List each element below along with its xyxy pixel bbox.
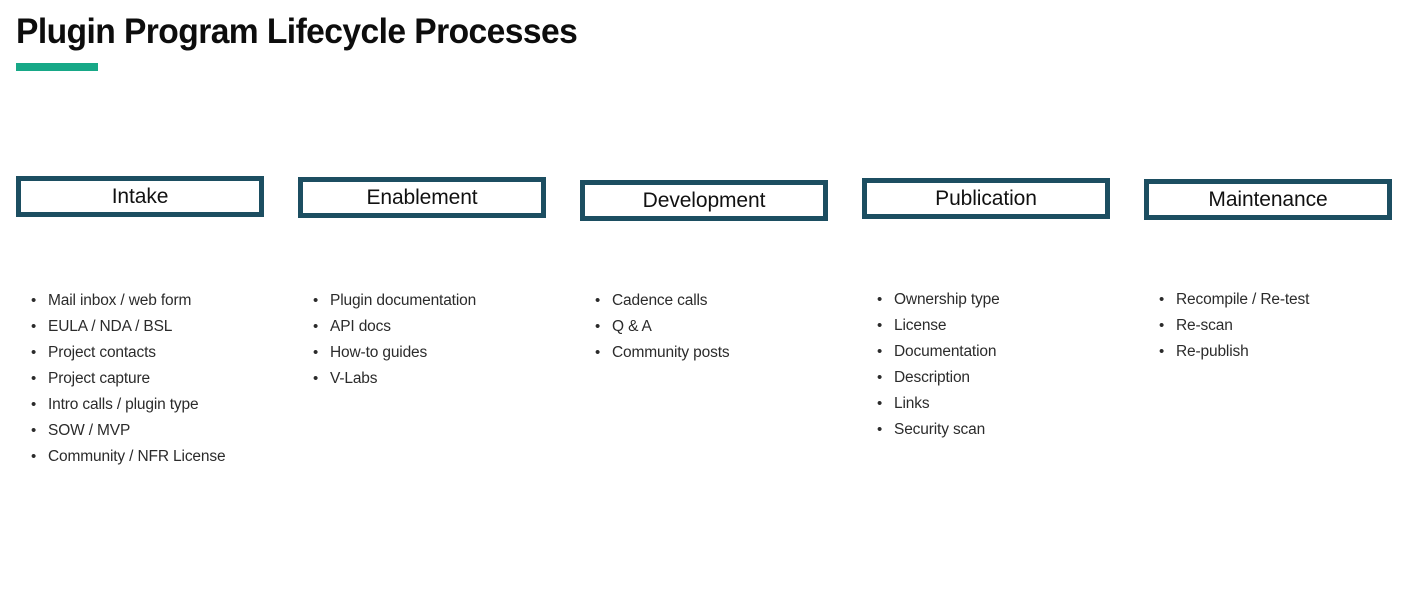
lifecycle-process-row: Intake • Mail inbox / web form • EULA / … xyxy=(16,176,1396,470)
list-item: • License xyxy=(862,313,1110,339)
list-item: • Links xyxy=(862,391,1110,417)
stage-label-intake: Intake xyxy=(111,185,169,208)
stage-label-enablement: Enablement xyxy=(366,186,478,209)
page-title: Plugin Program Lifecycle Processes xyxy=(16,12,578,51)
list-item: • Community / NFR License xyxy=(16,444,264,470)
list-item: • Documentation xyxy=(862,339,1110,365)
title-accent-bar xyxy=(16,63,98,71)
list-item: • Q & A xyxy=(580,314,828,340)
task-text: Recompile / Re-test xyxy=(1176,291,1310,308)
process-column-development: Development • Cadence calls • Q & A • Co… xyxy=(580,180,828,366)
list-item: • How-to guides xyxy=(298,340,546,366)
stage-box-maintenance[interactable]: Maintenance xyxy=(1144,179,1392,220)
task-text: Re-publish xyxy=(1176,343,1249,360)
bullet-icon: • xyxy=(877,395,883,412)
bullet-icon: • xyxy=(31,370,37,387)
task-text: Description xyxy=(894,369,970,386)
task-text: Intro calls / plugin type xyxy=(48,396,199,413)
bullet-icon: • xyxy=(1159,317,1165,334)
list-item: • EULA / NDA / BSL xyxy=(16,314,264,340)
list-item: • Description xyxy=(862,365,1110,391)
list-item: • Cadence calls xyxy=(580,288,828,314)
task-text: Security scan xyxy=(894,421,986,438)
list-item: • Re-publish xyxy=(1144,339,1392,365)
stage-box-enablement[interactable]: Enablement xyxy=(298,177,546,218)
task-text: Links xyxy=(894,395,930,412)
task-text: Project capture xyxy=(48,370,150,387)
bullet-icon: • xyxy=(313,292,319,309)
task-text: API docs xyxy=(330,318,391,335)
task-text: Community posts xyxy=(612,344,730,361)
bullet-icon: • xyxy=(313,344,319,361)
bullet-icon: • xyxy=(31,422,37,439)
stage-label-development: Development xyxy=(642,189,766,212)
task-list-development: • Cadence calls • Q & A • Community post… xyxy=(580,288,828,366)
list-item: • Plugin documentation xyxy=(298,288,546,314)
task-list-enablement: • Plugin documentation • API docs • How-… xyxy=(298,288,546,392)
task-text: Plugin documentation xyxy=(330,292,477,309)
task-text: Community / NFR License xyxy=(48,448,226,465)
task-text: V-Labs xyxy=(330,370,378,387)
list-item: • Re-scan xyxy=(1144,313,1392,339)
stage-box-intake[interactable]: Intake xyxy=(16,176,264,217)
list-item: • API docs xyxy=(298,314,546,340)
process-column-enablement: Enablement • Plugin documentation • API … xyxy=(298,177,546,392)
bullet-icon: • xyxy=(31,318,37,335)
list-item: • Ownership type xyxy=(862,287,1110,313)
bullet-icon: • xyxy=(31,396,37,413)
stage-label-maintenance: Maintenance xyxy=(1208,188,1328,211)
bullet-icon: • xyxy=(31,448,37,465)
task-text: Cadence calls xyxy=(612,292,708,309)
task-text: EULA / NDA / BSL xyxy=(48,318,173,335)
stage-box-publication[interactable]: Publication xyxy=(862,178,1110,219)
list-item: • V-Labs xyxy=(298,366,546,392)
task-text: Project contacts xyxy=(48,344,156,361)
list-item: • Security scan xyxy=(862,417,1110,443)
list-item: • Intro calls / plugin type xyxy=(16,392,264,418)
task-text: Re-scan xyxy=(1176,317,1233,334)
task-list-publication: • Ownership type • License • Documentati… xyxy=(862,287,1110,443)
bullet-icon: • xyxy=(595,318,601,335)
task-list-intake: • Mail inbox / web form • EULA / NDA / B… xyxy=(16,288,264,470)
task-text: Q & A xyxy=(612,318,652,335)
task-text: License xyxy=(894,317,947,334)
bullet-icon: • xyxy=(595,292,601,309)
task-list-maintenance: • Recompile / Re-test • Re-scan • Re-pub… xyxy=(1144,287,1392,365)
title-block: Plugin Program Lifecycle Processes xyxy=(16,10,1116,71)
bullet-icon: • xyxy=(877,369,883,386)
task-text: Ownership type xyxy=(894,291,1000,308)
list-item: • Recompile / Re-test xyxy=(1144,287,1392,313)
bullet-icon: • xyxy=(877,291,883,308)
list-item: • SOW / MVP xyxy=(16,418,264,444)
list-item: • Project contacts xyxy=(16,340,264,366)
bullet-icon: • xyxy=(877,343,883,360)
bullet-icon: • xyxy=(31,292,37,309)
process-column-publication: Publication • Ownership type • License •… xyxy=(862,178,1110,443)
task-text: SOW / MVP xyxy=(48,422,131,439)
process-column-intake: Intake • Mail inbox / web form • EULA / … xyxy=(16,176,264,470)
bullet-icon: • xyxy=(1159,343,1165,360)
list-item: • Project capture xyxy=(16,366,264,392)
bullet-icon: • xyxy=(877,317,883,334)
list-item: • Mail inbox / web form xyxy=(16,288,264,314)
list-item: • Community posts xyxy=(580,340,828,366)
stage-box-development[interactable]: Development xyxy=(580,180,828,221)
task-text: Mail inbox / web form xyxy=(48,292,192,309)
bullet-icon: • xyxy=(313,370,319,387)
process-column-maintenance: Maintenance • Recompile / Re-test • Re-s… xyxy=(1144,179,1392,365)
task-text: Documentation xyxy=(894,343,997,360)
bullet-icon: • xyxy=(1159,291,1165,308)
bullet-icon: • xyxy=(877,421,883,438)
bullet-icon: • xyxy=(595,344,601,361)
bullet-icon: • xyxy=(313,318,319,335)
stage-label-publication: Publication xyxy=(935,187,1037,210)
task-text: How-to guides xyxy=(330,344,428,361)
bullet-icon: • xyxy=(31,344,37,361)
